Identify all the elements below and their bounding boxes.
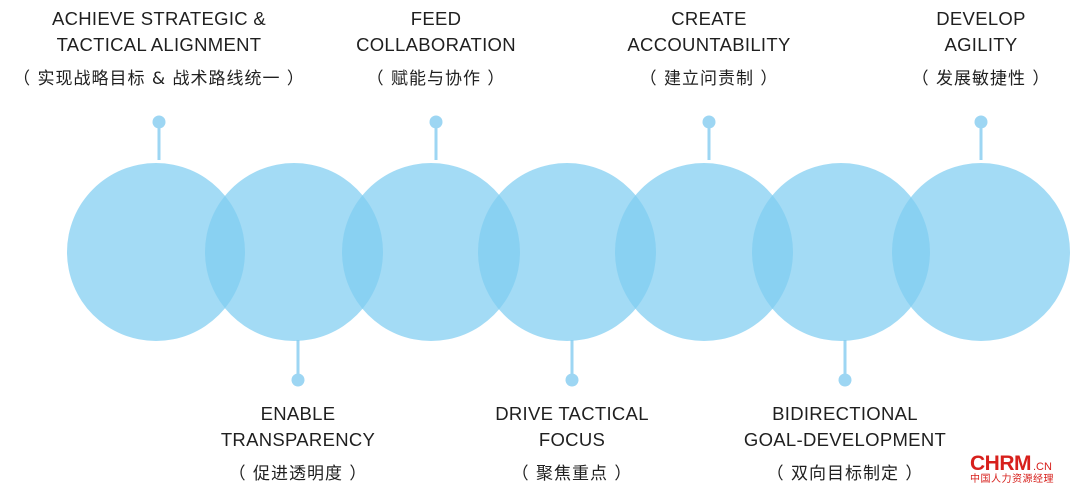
circle-3 — [478, 163, 656, 341]
node-title: CREATE ACCOUNTABILITY — [627, 8, 791, 55]
node-title: ACHIEVE STRATEGIC & TACTICAL ALIGNMENT — [51, 8, 267, 55]
connector-dot-6 — [838, 373, 852, 387]
node-subtitle: （ 双向目标制定 ） — [766, 464, 924, 484]
connector-dot-4 — [291, 373, 305, 387]
circle-0 — [67, 163, 245, 341]
circle-5 — [752, 163, 930, 341]
connector-dot-1 — [429, 115, 443, 129]
node-subtitle: （ 促进透明度 ） — [228, 464, 368, 484]
logo-tagline: 中国人力资源经理 — [970, 474, 1054, 485]
node-title: BIDIRECTIONAL GOAL-DEVELOPMENT — [743, 403, 947, 450]
node-label-bidirectional-goal: BIDIRECTIONAL GOAL-DEVELOPMENT （ 双向目标制定 … — [685, 401, 1005, 485]
logo-wordmark: CHRM — [970, 452, 1032, 475]
circle-2 — [342, 163, 520, 341]
node-label-achieve-alignment: ACHIEVE STRATEGIC & TACTICAL ALIGNMENT （… — [0, 6, 319, 90]
node-subtitle: （ 建立问责制 ） — [639, 69, 779, 89]
connector-dot-0 — [152, 115, 166, 129]
connector-dot-5 — [565, 373, 579, 387]
circle-4 — [615, 163, 793, 341]
chrm-logo: CHRM.CN 中国人力资源经理 — [970, 452, 1074, 486]
connector-dot-2 — [702, 115, 716, 129]
node-subtitle: （ 聚焦重点 ） — [511, 464, 633, 484]
node-title: FEED COLLABORATION — [356, 8, 516, 55]
node-subtitle: （ 发展敏捷性 ） — [911, 69, 1051, 89]
logo-domain-suffix: .CN — [1033, 461, 1052, 473]
node-label-enable-transparency: ENABLE TRANSPARENCY （ 促进透明度 ） — [138, 401, 458, 485]
node-subtitle: （ 赋能与协作 ） — [366, 69, 506, 89]
node-label-develop-agility: DEVELOP AGILITY （ 发展敏捷性 ） — [821, 6, 1080, 90]
node-label-feed-collaboration: FEED COLLABORATION （ 赋能与协作 ） — [276, 6, 596, 90]
circle-1 — [205, 163, 383, 341]
node-title: ENABLE TRANSPARENCY — [220, 403, 376, 450]
node-label-create-accountability: CREATE ACCOUNTABILITY （ 建立问责制 ） — [549, 6, 869, 90]
node-label-drive-tactical-focus: DRIVE TACTICAL FOCUS （ 聚焦重点 ） — [412, 401, 732, 485]
connector-dot-3 — [974, 115, 988, 129]
node-subtitle: （ 实现战略目标 & 战术路线统一 ） — [13, 69, 305, 89]
node-title: DEVELOP AGILITY — [936, 8, 1026, 55]
node-title: DRIVE TACTICAL FOCUS — [495, 403, 649, 450]
circle-6 — [892, 163, 1070, 341]
